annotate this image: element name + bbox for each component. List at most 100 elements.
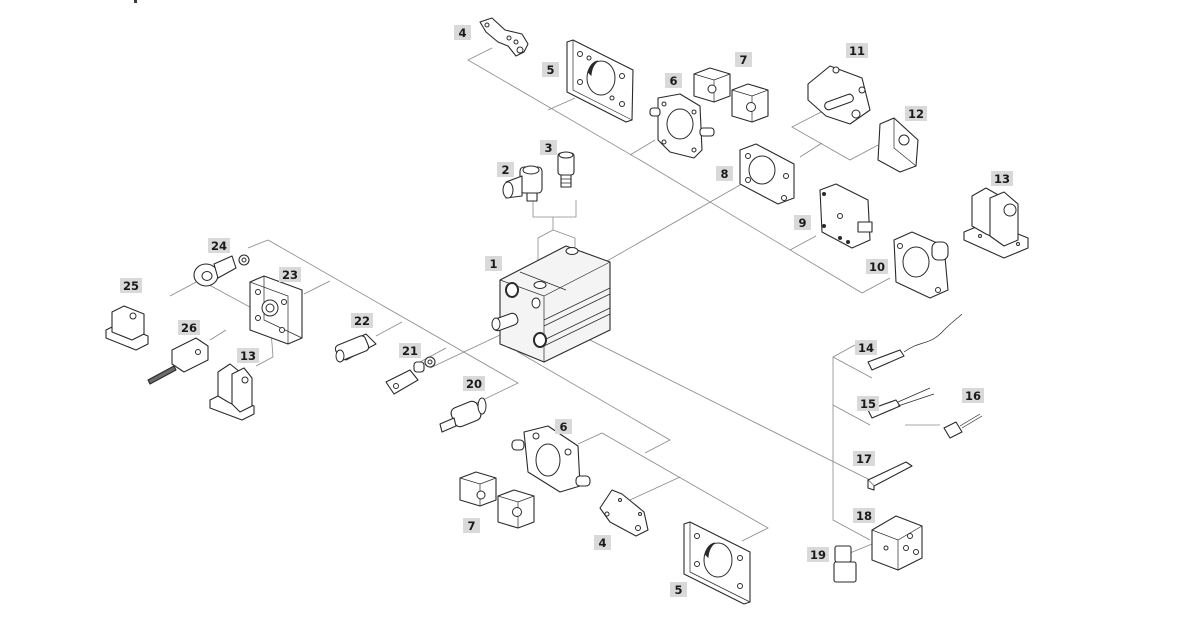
leader-2-3	[532, 200, 577, 218]
svg-text:17: 17	[856, 452, 872, 466]
part-foot-mounting-bottom	[599, 489, 649, 537]
svg-text:13: 13	[240, 349, 256, 363]
label-8: 8	[716, 166, 733, 181]
leader-14	[832, 356, 873, 379]
leader-4-top	[467, 47, 641, 161]
leader-4-bottom	[629, 476, 681, 501]
callout-labels: 1 2 3 4 5 6 7 8 9 10 11 12 13 14 15 16 1…	[120, 25, 1013, 597]
svg-text:25: 25	[123, 279, 139, 293]
part-slot-cover	[867, 461, 913, 491]
label-6-top: 6	[665, 73, 682, 88]
svg-text:11: 11	[849, 44, 865, 58]
svg-text:19: 19	[810, 548, 826, 562]
leader-sensor-rail	[832, 344, 871, 541]
label-14: 14	[855, 340, 877, 355]
part-rod-clevis-26	[147, 337, 209, 385]
svg-text:5: 5	[546, 63, 554, 77]
svg-text:6: 6	[669, 74, 677, 88]
svg-text:23: 23	[282, 268, 298, 282]
part-clevis-foot-11	[807, 65, 871, 125]
svg-text:4: 4	[598, 536, 606, 550]
label-3: 3	[540, 140, 557, 155]
leader-9-10	[639, 159, 891, 294]
part-trunnion-support-bottom	[459, 471, 535, 529]
part-rod-clevis-21	[385, 356, 436, 395]
part-manifold-block	[871, 515, 923, 571]
leader-9	[789, 235, 817, 251]
svg-text:1: 1	[489, 257, 497, 271]
part-clevis-foot-12	[877, 117, 919, 173]
part-right-angle-clevis-foot	[105, 305, 149, 351]
label-9: 9	[794, 215, 811, 230]
svg-text:21: 21	[402, 344, 418, 358]
svg-text:7: 7	[467, 519, 475, 533]
part-self-aligning-coupler	[439, 397, 487, 433]
label-2: 2	[497, 162, 514, 177]
leader-left-main	[429, 334, 501, 369]
label-17: 17	[853, 451, 875, 466]
label-4-bottom: 4	[594, 535, 611, 550]
part-trunnion-support-top	[693, 67, 769, 123]
part-rod-eye	[193, 254, 250, 287]
part-trunnion-flange-bottom	[511, 425, 591, 493]
label-11: 11	[846, 43, 868, 58]
svg-text:2: 2	[501, 163, 509, 177]
part-proximity-sensor-15	[867, 387, 935, 419]
part-flange-23	[249, 275, 303, 345]
label-13-right: 13	[991, 171, 1013, 186]
leader-2-3-down2	[552, 229, 576, 248]
svg-text:16: 16	[965, 389, 981, 403]
svg-text:8: 8	[720, 167, 728, 181]
part-flange-plate-top	[566, 39, 634, 123]
label-26: 26	[178, 320, 200, 335]
leader-21	[419, 347, 447, 363]
svg-text:7: 7	[739, 53, 747, 67]
label-22: 22	[351, 313, 373, 328]
leader-26	[209, 329, 227, 341]
label-25: 25	[120, 278, 142, 293]
svg-text:4: 4	[458, 26, 466, 40]
leader-12-join	[799, 142, 823, 158]
part-swivel-flange-8	[739, 143, 795, 205]
leader-24	[247, 239, 269, 249]
part-swivel-flange-9	[819, 183, 873, 249]
part-push-in-fitting	[557, 151, 575, 188]
leader-8	[599, 184, 741, 266]
part-clevis-foot-13-left	[209, 363, 255, 421]
label-4-top: 4	[454, 25, 471, 40]
label-24: 24	[208, 238, 230, 253]
label-12: 12	[905, 106, 927, 121]
svg-text:6: 6	[559, 420, 567, 434]
leader-23	[303, 280, 331, 295]
svg-text:5: 5	[674, 583, 682, 597]
label-18: 18	[853, 508, 875, 523]
leader-6-bottom	[577, 432, 769, 542]
leader-22	[375, 321, 403, 337]
part-solenoid-valve	[833, 545, 857, 583]
svg-text:9: 9	[798, 216, 806, 230]
label-15: 15	[857, 396, 879, 411]
label-5-bottom: 5	[670, 582, 687, 597]
svg-text:12: 12	[908, 107, 924, 121]
label-10: 10	[866, 259, 888, 274]
part-swivel-flange-10	[893, 231, 949, 299]
label-20: 20	[463, 376, 485, 391]
leader-5-top	[547, 97, 576, 111]
svg-text:20: 20	[466, 377, 482, 391]
svg-text:26: 26	[181, 321, 197, 335]
label-7-top: 7	[735, 52, 752, 67]
svg-text:14: 14	[858, 341, 874, 355]
label-1: 1	[485, 256, 502, 271]
svg-text:15: 15	[860, 397, 876, 411]
edge-marker	[134, 0, 137, 3]
label-21: 21	[399, 343, 421, 358]
part-flange-plate-bottom	[683, 521, 751, 605]
svg-text:22: 22	[354, 314, 370, 328]
svg-text:18: 18	[856, 509, 872, 523]
leader-6-top	[629, 139, 656, 156]
label-7-bottom: 7	[463, 518, 480, 533]
svg-text:3: 3	[544, 141, 552, 155]
leader-15	[832, 404, 871, 426]
svg-text:10: 10	[869, 260, 885, 274]
